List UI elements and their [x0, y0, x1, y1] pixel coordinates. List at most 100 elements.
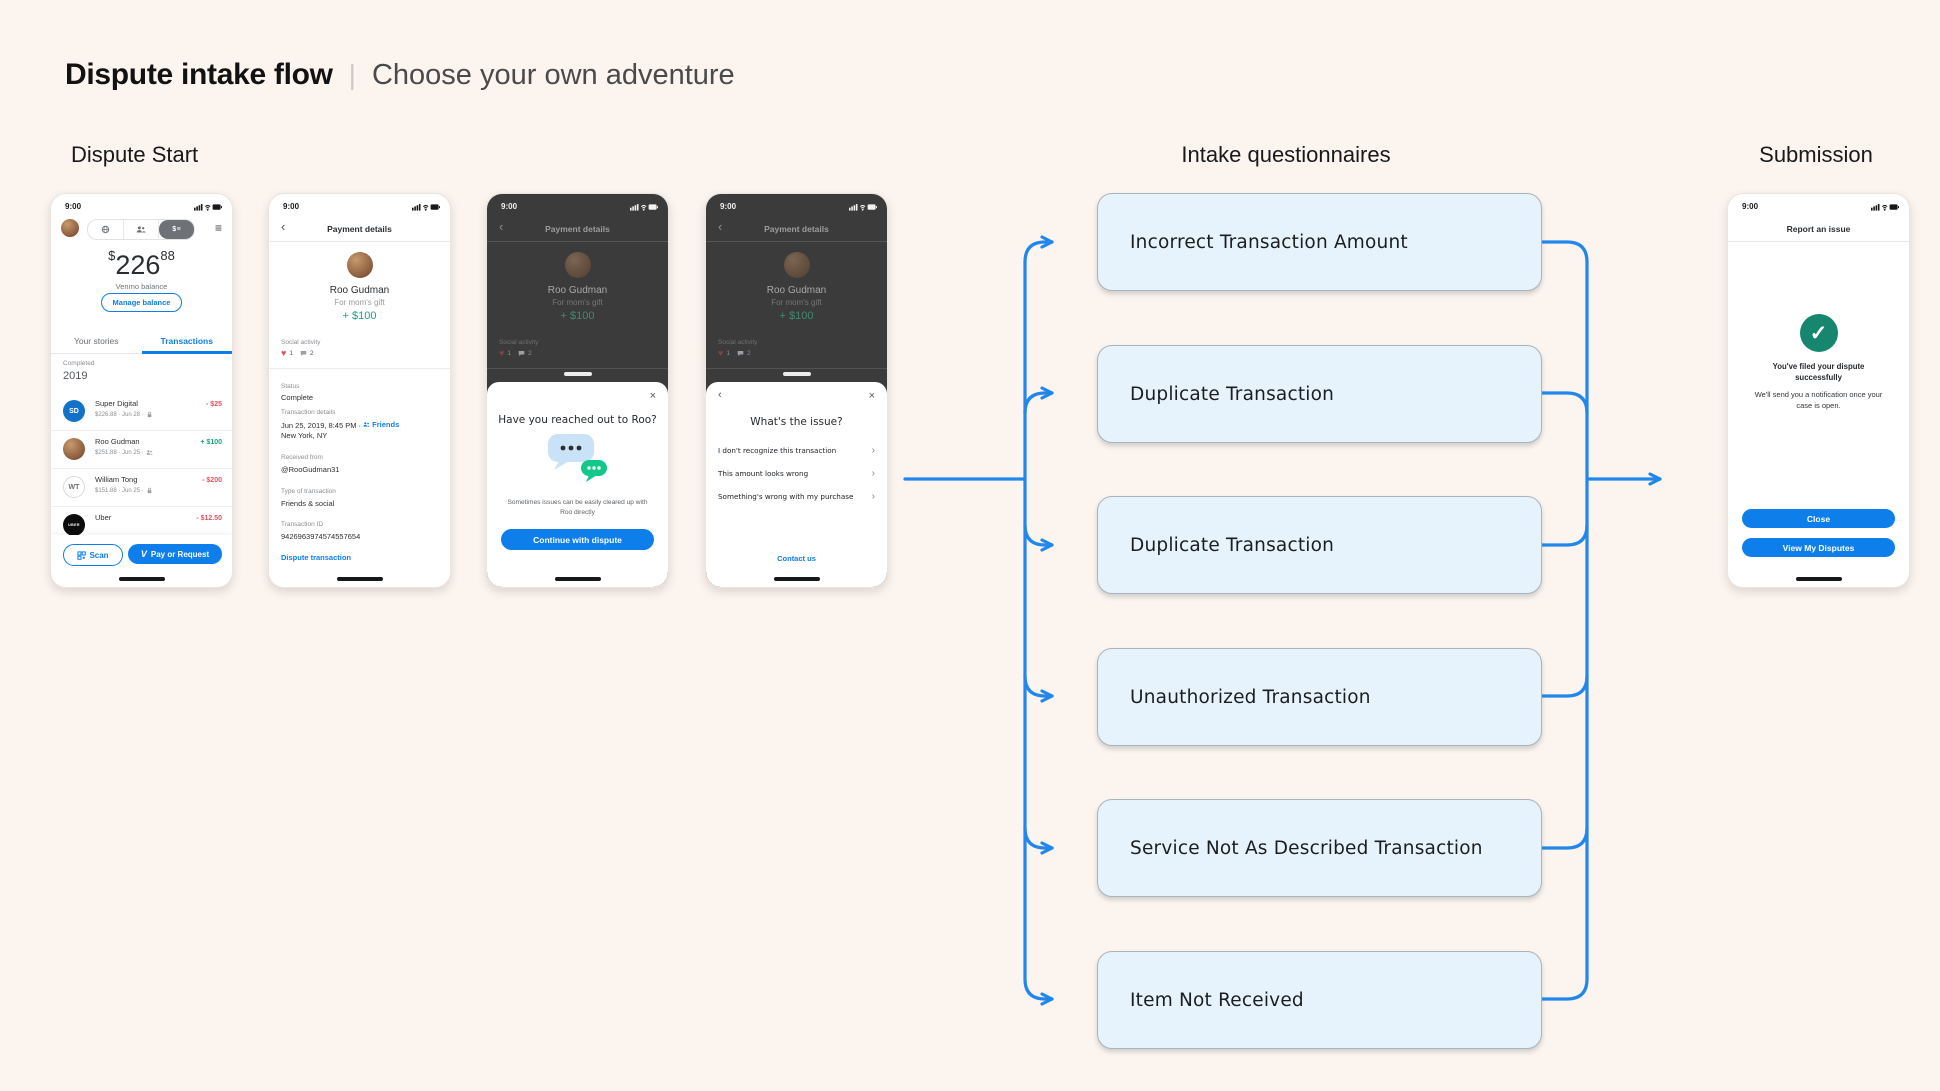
transaction-row[interactable]: Roo Gudman $251.88 · Jun 25 · + $100 — [51, 430, 232, 469]
avatar: SD — [63, 400, 85, 422]
transaction-meta: $251.88 · Jun 25 · — [95, 449, 153, 456]
transaction-amount: - $200 — [202, 477, 222, 484]
contact-us-link[interactable]: Contact us — [777, 554, 816, 563]
tab-wallet[interactable]: $≡ — [159, 220, 195, 239]
status-time: 9:00 — [283, 202, 300, 211]
section-submission: Submission — [1759, 142, 1873, 167]
success-check-icon: ✓ — [1799, 314, 1838, 352]
questionnaire-label: Incorrect Transaction Amount — [1130, 231, 1408, 253]
back-icon: ‹ — [499, 219, 504, 234]
transaction-row[interactable]: SD Super Digital $226.88 · Jun 28 · - $2… — [51, 392, 232, 431]
meta-text: $226.88 · Jun 28 · — [95, 411, 144, 418]
questionnaire-service-not-as-described[interactable]: Service Not As Described Transaction — [1097, 799, 1542, 897]
scan-label: Scan — [89, 550, 109, 560]
friends-tag: Friends — [363, 420, 399, 429]
divider — [1728, 241, 1909, 242]
questionnaire-duplicate-1[interactable]: Duplicate Transaction — [1097, 345, 1542, 443]
avatar-initials: UBER — [68, 523, 80, 527]
option-label: I don't recognize this transaction — [718, 445, 837, 455]
details-value: Jun 25, 2019, 8:45 PM · Friends — [281, 420, 399, 430]
success-title: You've filed your dispute successfully — [1772, 362, 1865, 383]
money-tab-icon: $≡ — [172, 226, 182, 233]
balance-amount: $22688 — [51, 248, 232, 281]
questionnaire-item-not-received[interactable]: Item Not Received — [1097, 951, 1542, 1049]
manage-balance-button[interactable]: Manage balance — [100, 293, 183, 312]
title-bold: Dispute intake flow — [65, 58, 333, 91]
lock-icon — [146, 411, 153, 418]
friends-icon — [363, 421, 370, 428]
dimmed-payment-details: 9:00 ‹ Payment details Roo Gudman For mo… — [706, 194, 887, 587]
comment-count: 2 — [527, 350, 532, 357]
avatar-initials: SD — [69, 407, 79, 415]
close-button[interactable]: Close — [1742, 509, 1895, 528]
issue-option-purchase-wrong[interactable]: Something's wrong with my purchase › — [718, 488, 875, 504]
questionnaire-unauthorized[interactable]: Unauthorized Transaction — [1097, 648, 1542, 746]
currency-symbol: $ — [108, 248, 116, 263]
active-tab-indicator — [141, 351, 232, 354]
questionnaire-duplicate-2[interactable]: Duplicate Transaction — [1097, 496, 1542, 594]
questionnaire-label: Duplicate Transaction — [1130, 383, 1335, 405]
type-value: Friends & social — [281, 499, 335, 508]
close-icon[interactable]: × — [649, 390, 656, 402]
txid-value: 9426963974574557654 — [281, 532, 361, 541]
status-time: 9:00 — [65, 202, 82, 211]
social-activity-row: ♥ 1 2 — [281, 349, 314, 358]
tab-transactions[interactable]: Transactions — [160, 336, 213, 346]
divider — [487, 241, 668, 242]
questionnaire-label: Service Not As Described Transaction — [1130, 837, 1483, 859]
top-tab-bar: $≡ — [87, 219, 195, 240]
comment-icon[interactable] — [300, 350, 307, 357]
tab-feed[interactable] — [88, 220, 124, 239]
back-icon[interactable]: ‹ — [718, 389, 722, 401]
balance-whole: 226 — [115, 250, 161, 280]
screen-title: Payment details — [764, 224, 829, 234]
questionnaire-label: Duplicate Transaction — [1130, 534, 1335, 556]
payment-amount: + $100 — [560, 310, 595, 322]
details-location: New York, NY — [281, 431, 328, 440]
tab-your-stories[interactable]: Your stories — [73, 336, 119, 346]
sheet-drag-handle[interactable] — [563, 372, 592, 376]
page-title: Dispute intake flow | Choose your own ad… — [65, 58, 735, 92]
balance-screen: 9:00 $≡ ≡ $22688 Venmo balance Manage ba… — [51, 194, 232, 587]
comment-count: 2 — [309, 350, 314, 357]
dispute-transaction-link[interactable]: Dispute transaction — [281, 553, 352, 562]
back-icon[interactable]: ‹ — [281, 219, 286, 234]
sheet-drag-handle[interactable] — [782, 372, 811, 376]
transaction-meta: $151.88 · Jun 25 · — [95, 487, 153, 494]
avatar — [346, 252, 373, 278]
transaction-row[interactable]: UBER Uber - $12.50 — [51, 506, 232, 544]
screen-title: Payment details — [545, 224, 610, 234]
lock-icon — [146, 487, 153, 494]
menu-icon[interactable]: ≡ — [214, 221, 222, 235]
phone-issue-sheet: 9:00 ‹ Payment details Roo Gudman For mo… — [705, 193, 888, 588]
social-activity-row: ♥ 1 2 — [499, 349, 532, 358]
issue-option-amount-wrong[interactable]: This amount looks wrong › — [718, 465, 875, 481]
avatar[interactable] — [61, 219, 79, 237]
payment-amount: + $100 — [342, 310, 377, 322]
scan-button[interactable]: Scan — [63, 544, 123, 566]
continue-with-dispute-button[interactable]: Continue with dispute — [501, 529, 654, 550]
payment-note: For mom's gift — [771, 298, 822, 307]
screen-title: Payment details — [327, 224, 392, 234]
phone-balance: 9:00 $≡ ≡ $22688 Venmo balance Manage ba… — [50, 193, 233, 588]
venmo-logo: V — [140, 549, 147, 559]
close-icon[interactable]: × — [868, 390, 875, 402]
transaction-row[interactable]: WT William Tong $151.88 · Jun 25 · - $20… — [51, 468, 232, 507]
view-my-disputes-button[interactable]: View My Disputes — [1742, 538, 1895, 557]
meta-text: $251.88 · Jun 25 · — [95, 449, 144, 456]
completed-label: Completed — [63, 360, 95, 367]
transaction-amount: + $100 — [200, 439, 222, 446]
tab-friends[interactable] — [124, 220, 160, 239]
txid-label: Transaction ID — [281, 521, 324, 528]
heart-icon: ♥ — [499, 348, 505, 358]
status-time: 9:00 — [720, 202, 737, 211]
status-value: Complete — [281, 393, 314, 402]
status-label: Status — [281, 383, 300, 390]
heart-icon[interactable]: ♥ — [281, 348, 287, 358]
issue-option-unrecognized[interactable]: I don't recognize this transaction › — [718, 442, 875, 458]
questionnaire-label: Item Not Received — [1130, 989, 1304, 1011]
status-time: 9:00 — [501, 202, 518, 211]
chevron-right-icon: › — [871, 444, 875, 456]
questionnaire-incorrect-amount[interactable]: Incorrect Transaction Amount — [1097, 193, 1542, 291]
